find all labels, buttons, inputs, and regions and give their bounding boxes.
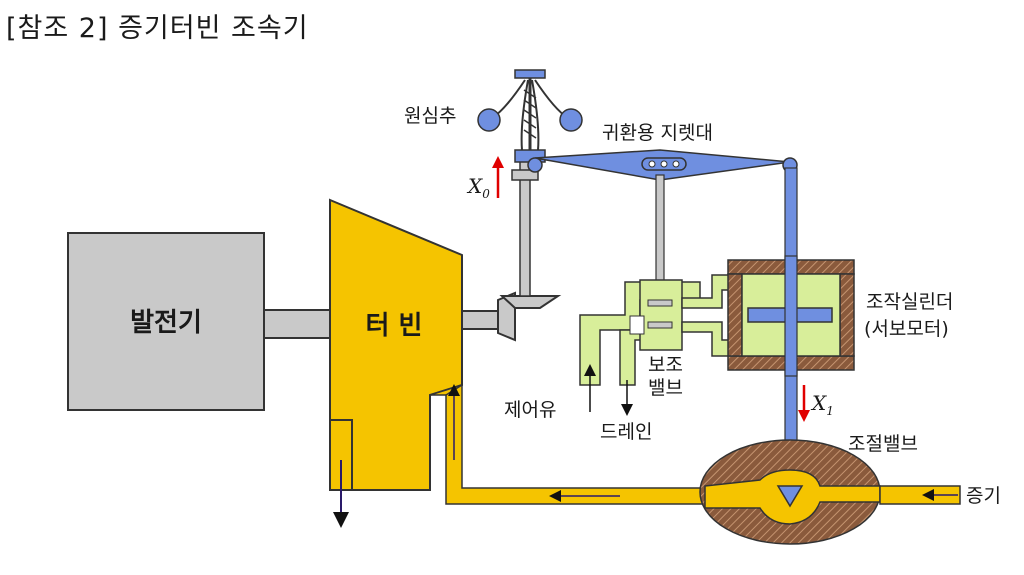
- steam-inlet-pipe: [879, 485, 961, 505]
- flyball-left: [477, 108, 501, 132]
- drain-label: 드레인: [600, 421, 652, 443]
- turbine-label: 터 빈: [366, 311, 423, 341]
- pilot-valve-body: [639, 279, 683, 351]
- control-oil-label: 제어유: [504, 399, 556, 421]
- steam-pipe: [429, 383, 706, 505]
- gear-shaft: [461, 310, 503, 330]
- x1-label: X1: [810, 391, 834, 418]
- control-valve-label: 조절밸브: [848, 433, 918, 455]
- governor-top-cap: [514, 69, 546, 79]
- generator-box: [67, 232, 265, 411]
- servo-motor-label: (서보모터): [864, 318, 949, 340]
- main-shaft: [263, 309, 331, 339]
- pilot-valve-label-2: 밸브: [648, 377, 683, 399]
- turbine-exhaust: [329, 419, 353, 491]
- spindle-collar: [511, 169, 539, 181]
- pilot-valve-label-1: 보조: [648, 354, 683, 376]
- x0-label: X0: [466, 174, 490, 201]
- cylinder-end-right: [839, 273, 855, 357]
- bevel-gear-top: [499, 295, 562, 309]
- page-title: [참조 2] 증기터빈 조속기: [6, 13, 309, 44]
- cylinder-end-left: [727, 273, 743, 357]
- governor-weight-label: 원심추: [404, 105, 456, 127]
- generator-label: 발전기: [130, 308, 202, 338]
- steam-label: 증기: [966, 485, 1001, 507]
- valve-plug: [776, 485, 804, 508]
- feedback-lever-label: 귀환용 지렛대: [602, 122, 713, 144]
- operating-cylinder-label: 조작실린더: [866, 291, 953, 313]
- flyball-right: [559, 108, 583, 132]
